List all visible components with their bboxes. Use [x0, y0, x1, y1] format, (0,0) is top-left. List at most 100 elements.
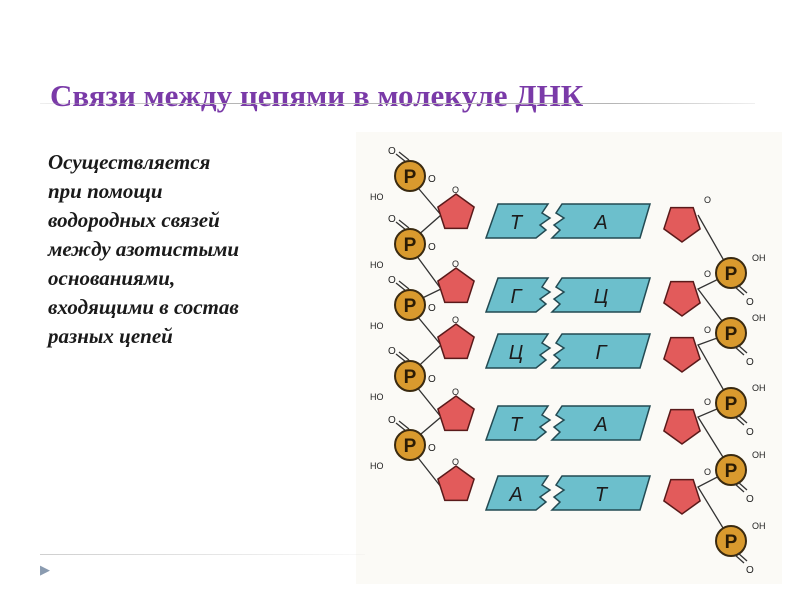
left-strand-line — [406, 175, 442, 488]
right-strand-backbone — [697, 214, 733, 542]
oxygen-label: O — [388, 275, 396, 286]
base-letter-right: А — [593, 212, 607, 234]
right-nitrogenous-base — [550, 475, 652, 511]
oxygen-label: O — [746, 357, 754, 368]
double-bond-line — [395, 221, 407, 231]
phosphate-label: P — [725, 461, 738, 482]
slide-body-text: Осуществляется при помощи водородных свя… — [48, 148, 348, 351]
base-letter-left: А — [508, 484, 522, 506]
double-bond-line — [734, 286, 745, 296]
hydroxyl-label: HO — [370, 392, 384, 402]
phosphate-circle — [715, 454, 747, 486]
right-sugar-pentagon — [663, 206, 701, 243]
oxygen-label: O — [704, 397, 711, 407]
left-nitrogenous-base — [484, 405, 552, 441]
oxygen-label: O — [746, 494, 754, 505]
oxygen-label: O — [388, 146, 396, 157]
phosphate-circle — [715, 525, 747, 557]
base-pair: O Г Ц O — [437, 259, 711, 317]
phosphate-label: P — [404, 436, 417, 457]
double-bond-line — [395, 353, 407, 363]
hydroxyl-label: HO — [370, 321, 384, 331]
left-sugar-pentagon — [437, 323, 475, 360]
phosphate-label: P — [404, 367, 417, 388]
double-bond-line — [734, 483, 745, 493]
oxygen-label: O — [428, 374, 436, 385]
right-sugar-pentagon — [663, 336, 701, 373]
left-sugar-pentagon — [437, 465, 475, 502]
body-line: входящими в состав — [48, 295, 239, 319]
oxygen-label: O — [388, 415, 396, 426]
phosphate-circle — [394, 429, 426, 461]
double-bond-line — [737, 481, 748, 491]
left-sugar-pentagon — [437, 193, 475, 230]
oxygen-label: O — [388, 214, 396, 225]
slide-title: Связи между цепями в молекуле ДНК — [50, 78, 584, 113]
phosphate-circle — [394, 228, 426, 260]
base-letter-right: Ц — [594, 286, 609, 308]
base-letter-left: Г — [511, 286, 524, 308]
phosphate-circle — [715, 257, 747, 289]
phosphate-label: P — [725, 394, 738, 415]
oxygen-label: O — [746, 565, 754, 576]
hydroxyl-label: OH — [752, 313, 766, 323]
double-bond-line — [398, 420, 410, 430]
double-bond-line — [737, 284, 748, 294]
hydroxyl-label: HO — [370, 461, 384, 471]
double-bond-line — [398, 151, 410, 161]
oxygen-label: O — [704, 325, 711, 335]
phosphate-label: P — [404, 296, 417, 317]
hydroxyl-label: OH — [752, 450, 766, 460]
double-bond-line — [737, 414, 748, 424]
left-sugar-pentagon — [437, 267, 475, 304]
double-bond-line — [734, 554, 745, 564]
left-nitrogenous-base — [484, 475, 552, 511]
phosphate-label: P — [404, 235, 417, 256]
phosphate-circle — [715, 387, 747, 419]
right-sugar-pentagon — [663, 408, 701, 445]
left-sugar-pentagon — [437, 395, 475, 432]
left-nitrogenous-base — [484, 203, 552, 239]
phosphate-circle — [715, 317, 747, 349]
body-line: водородных связей — [48, 208, 220, 232]
double-bond-line — [734, 346, 745, 356]
double-bond-line — [395, 422, 407, 432]
right-nitrogenous-base — [550, 203, 652, 239]
phosphate-circle — [394, 160, 426, 192]
oxygen-label: O — [428, 443, 436, 454]
hydroxyl-label: OH — [752, 521, 766, 531]
right-nitrogenous-base — [550, 277, 652, 313]
right-sugar-pentagon — [663, 280, 701, 317]
hydroxyl-label: OH — [752, 253, 766, 263]
left-nitrogenous-base — [484, 277, 552, 313]
hydroxyl-label: OH — [752, 383, 766, 393]
base-letter-right: Г — [596, 342, 609, 364]
base-letter-left: Т — [510, 414, 524, 436]
left-nitrogenous-base — [484, 333, 552, 369]
phosphate-label: P — [725, 532, 738, 553]
phosphate-groups: OPHOOOPHOOOPHOOOPHOOOPHOOPOHOPOHOPOHOPOH… — [370, 146, 766, 576]
oxygen-label: O — [704, 269, 711, 279]
oxygen-label: O — [452, 259, 459, 269]
oxygen-label: O — [428, 174, 436, 185]
double-bond-line — [737, 344, 748, 354]
triangle-right-icon[interactable]: ▶ — [40, 563, 50, 578]
phosphate-circle — [394, 289, 426, 321]
right-nitrogenous-base — [550, 333, 652, 369]
double-bond-line — [398, 351, 410, 361]
phosphate-label: P — [404, 167, 417, 188]
phosphate-label: P — [725, 264, 738, 285]
oxygen-label: O — [428, 303, 436, 314]
oxygen-label: O — [452, 315, 459, 325]
body-line: между азотистыми — [48, 237, 240, 261]
double-bond-line — [734, 416, 745, 426]
oxygen-label: O — [452, 457, 459, 467]
double-bond-line — [398, 280, 410, 290]
bottom-divider — [40, 554, 365, 555]
